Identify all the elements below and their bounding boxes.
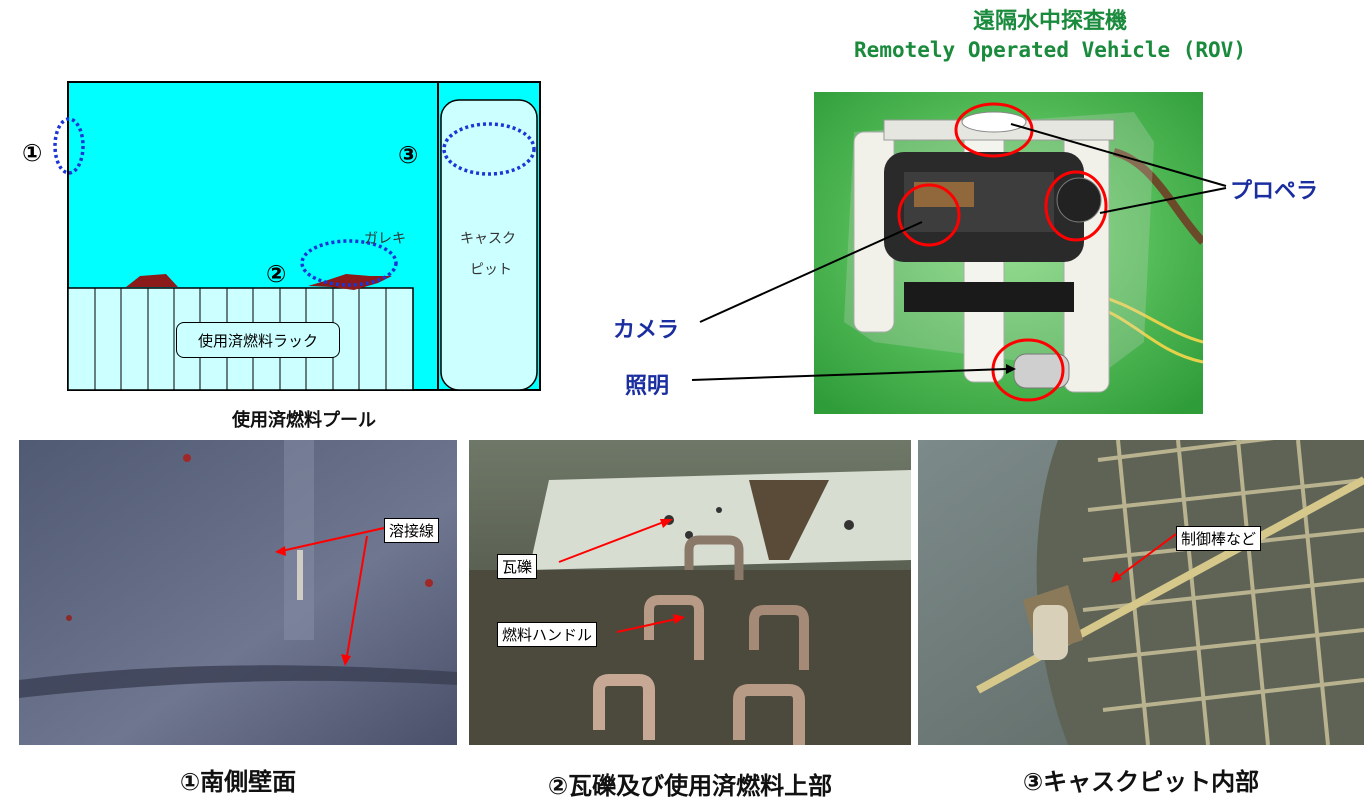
cask-pit-label-line1: キャスク — [460, 231, 516, 247]
annotation-fuel-handle: 燃料ハンドル — [497, 622, 598, 647]
label-propeller: プロペラ — [1230, 179, 1319, 204]
marker-2: ② — [266, 260, 287, 288]
marker-3: ③ — [398, 141, 419, 169]
photo-south-wall: 溶接線 — [19, 440, 457, 745]
rov-photo — [814, 92, 1203, 414]
pool-caption: 使用済燃料プール — [232, 410, 376, 431]
photo-debris-fuel-svg — [469, 440, 911, 745]
rov-title: 遠隔水中探査機 Remotely Operated Vehicle (ROV) — [760, 8, 1340, 64]
annotation-control-rod: 制御棒など — [1176, 526, 1262, 551]
photo-south-wall-svg — [19, 440, 457, 745]
cask-pit — [440, 99, 538, 391]
photo-debris-fuel: 瓦礫 燃料ハンドル — [469, 440, 911, 745]
debris-shape — [126, 274, 178, 287]
annotation-debris: 瓦礫 — [497, 554, 538, 579]
caption-south-wall: ①南側壁面 — [179, 768, 297, 796]
photo-cask-pit: 制御棒など — [918, 440, 1364, 745]
rack-label: 使用済燃料ラック — [197, 331, 318, 350]
pool-diagram-svg — [53, 81, 541, 391]
marker-ring-2 — [300, 239, 398, 287]
label-camera: カメラ — [613, 318, 680, 343]
marker-ring-1 — [53, 117, 85, 175]
label-light: 照明 — [625, 374, 670, 399]
marker-1: ① — [22, 139, 43, 167]
rov-photo-svg — [814, 92, 1203, 414]
caption-cask-pit: ③キャスクピット内部 — [1022, 768, 1260, 796]
pool-diagram: ① ③ ② ガレキ キャスク ピット 使用済燃料ラック 使用済燃料プール — [0, 0, 560, 440]
photo-cask-pit-svg — [918, 440, 1364, 745]
rov-title-en: Remotely Operated Vehicle (ROV) — [854, 38, 1246, 62]
marker-ring-3 — [442, 122, 536, 176]
rov-title-jp: 遠隔水中探査機 — [972, 9, 1127, 34]
debris-shape — [308, 274, 392, 290]
highlight-camera — [897, 183, 961, 247]
debris-label: ガレキ — [364, 231, 406, 247]
annotation-weld-line: 溶接線 — [384, 518, 440, 543]
cask-pit-label-line2: ピット — [470, 262, 512, 278]
caption-debris-fuel: ②瓦礫及び使用済燃料上部 — [547, 772, 833, 800]
rack-label-box: 使用済燃料ラック — [176, 322, 340, 358]
